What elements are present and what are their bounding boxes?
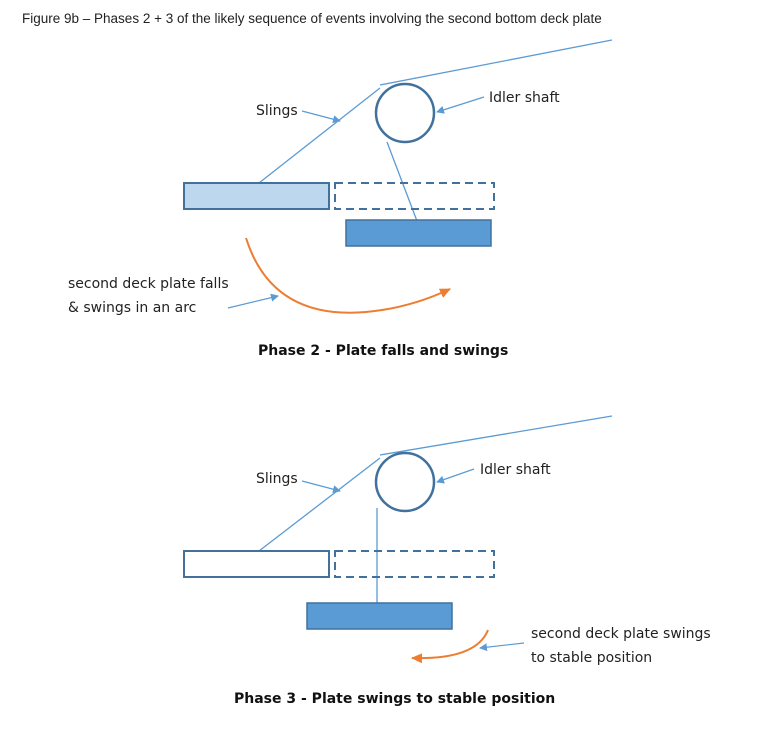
- phase3-second-plate: [306, 602, 453, 630]
- phase3-idler-arrow: [436, 468, 475, 484]
- phase2-diagram: Slings Idler shaft second deck plate fal…: [68, 39, 613, 359]
- phase3-first-plate: [183, 550, 330, 578]
- phase2-plate-original-position: [334, 182, 495, 210]
- phase2-second-plate: [345, 219, 492, 247]
- phase2-idler-shaft: [374, 82, 436, 144]
- phase2-note-line1: second deck plate falls: [68, 276, 229, 292]
- phase3-plate-original-position: [334, 550, 495, 578]
- phase3-swing-arc: [411, 629, 489, 664]
- phase2-swing-arc: [245, 237, 451, 314]
- phase2-first-plate: [183, 182, 330, 210]
- figure-caption: Figure 9b – Phases 2 + 3 of the likely s…: [22, 11, 602, 26]
- phase2-idler-label: Idler shaft: [489, 90, 560, 106]
- phase2-idler-arrow: [436, 96, 485, 114]
- phase3-slings-label: Slings: [256, 471, 298, 487]
- phase2-sling-left: [258, 87, 381, 184]
- phase3-title: Phase 3 - Plate swings to stable positio…: [234, 691, 555, 707]
- phase3-diagram: Slings Idler shaft second deck plate swi…: [183, 415, 711, 707]
- phase3-slings-arrow: [301, 480, 341, 494]
- phase2-hoist-cable: [379, 39, 613, 86]
- phase3-hoist-cable: [379, 415, 613, 456]
- phase2-note-line2: & swings in an arc: [68, 300, 196, 316]
- phase3-sling-left: [258, 457, 381, 552]
- phase2-sling-right: [386, 141, 418, 222]
- phase2-slings-label: Slings: [256, 103, 298, 119]
- phase3-note-line2: to stable position: [531, 650, 652, 666]
- phase2-title: Phase 2 - Plate falls and swings: [258, 343, 508, 359]
- phase2-note-arrow: [227, 293, 279, 309]
- phase3-note-line1: second deck plate swings: [531, 626, 711, 642]
- phase3-note-arrow: [479, 642, 525, 652]
- phase3-idler-label: Idler shaft: [480, 462, 551, 478]
- phase3-idler-shaft: [374, 451, 436, 513]
- phase2-slings-arrow: [301, 110, 341, 124]
